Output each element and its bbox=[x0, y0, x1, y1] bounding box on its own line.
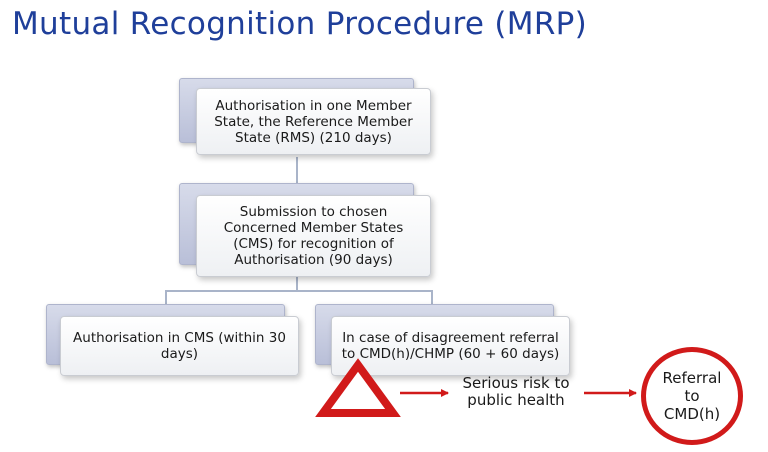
warning-triangle-icon bbox=[315, 358, 401, 417]
box-rms: Authorisation in one Member State, the R… bbox=[196, 88, 431, 155]
connector-line bbox=[431, 290, 433, 304]
box-cms-submission: Submission to chosen Concerned Member St… bbox=[196, 195, 431, 277]
connector-line bbox=[296, 277, 298, 291]
referral-label: Referral to CMD(h) bbox=[662, 369, 722, 423]
connector-line bbox=[165, 290, 433, 292]
box-disagreement: In case of disagreement referral to CMD(… bbox=[331, 316, 570, 376]
risk-label: Serious risk to public health bbox=[462, 374, 570, 409]
box-cms-authorisation: Authorisation in CMS (within 30 days) bbox=[60, 316, 299, 376]
connector-line bbox=[296, 157, 298, 183]
connector-line bbox=[165, 290, 167, 304]
page-title: Mutual Recognition Procedure (MRP) bbox=[12, 6, 588, 42]
referral-circle: Referral to CMD(h) bbox=[641, 347, 743, 445]
